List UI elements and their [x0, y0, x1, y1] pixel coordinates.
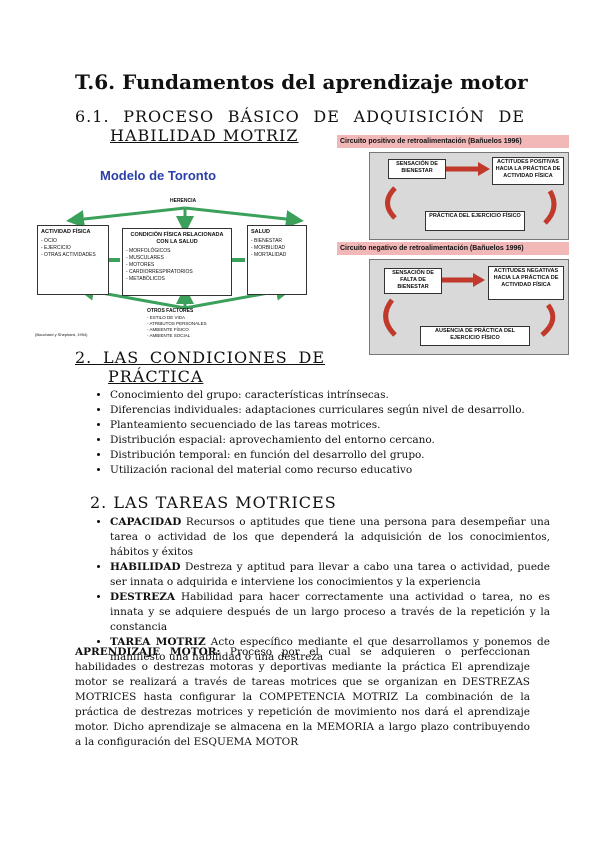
task-text: Destreza y aptitud para llevar a cabo un…	[110, 561, 550, 588]
task-term: DESTREZA	[110, 591, 176, 603]
neg-actitudes-box: ACTITUDES NEGATIVAS HACIA LA PRÁCTICA DE…	[488, 266, 564, 300]
section-heading-3-text: 2. LAS TAREAS MOTRICES	[90, 493, 337, 512]
herencia-label: HERENCIA	[170, 198, 197, 204]
section-heading-1-line2: HABILIDAD MOTRIZ	[110, 126, 299, 145]
box-actividad-fisica: ACTIVIDAD FÍSICA - OCIO - EJERCICIO - OTR…	[37, 225, 109, 295]
list-item: Planteamiento secuenciado de las tareas …	[110, 418, 530, 433]
negative-circuit-arrows	[383, 273, 556, 337]
section-heading-2-line2: PRÁCTICA	[108, 367, 204, 386]
task-term: HABILIDAD	[110, 561, 181, 573]
aprendizaje-term: APRENDIZAJE MOTOR:	[75, 646, 221, 658]
task-term: TAREA MOTRIZ	[110, 636, 206, 648]
task-text: Habilidad para hacer correctamente una a…	[110, 591, 550, 633]
section-heading-3: 2. LAS TAREAS MOTRICES	[90, 493, 337, 512]
box-condicion-items: - MORFOLÓGICOS - MUSCULARES - MOTORES - …	[126, 248, 193, 282]
list-item: Conocimiento del grupo: características …	[110, 388, 530, 403]
tasks-list: CAPACIDAD Recursos o aptitudes que tiene…	[90, 515, 550, 665]
list-item: Distribución espacial: aprovechamiento d…	[110, 433, 530, 448]
list-item: HABILIDAD Destreza y aptitud para llevar…	[110, 560, 550, 590]
box-actividad-title: ACTIVIDAD FÍSICA	[41, 229, 91, 235]
box-salud-items: - BIENESTAR - MORBILIDAD - MORTALIDAD	[251, 238, 287, 258]
otros-factores-label: OTROS FACTORES	[147, 308, 194, 314]
pos-bienestar-box: SENSACIÓN DE BIENESTAR	[388, 159, 446, 179]
negative-circuit-header: Circuito negativo de retroalimentación (…	[337, 242, 569, 255]
section-heading-2: 2. LAS CONDICIONES DE PRÁCTICA	[75, 348, 325, 386]
task-text: Recursos o aptitudes que tiene una perso…	[110, 516, 550, 558]
positive-circuit-arrows	[385, 162, 557, 225]
negative-circuit-panel: SENSACIÓN DE FALTA DE BIENESTAR ACTITUDE…	[369, 259, 569, 355]
pos-practica-box: PRÁCTICA DEL EJERCICIO FÍSICO	[425, 211, 525, 231]
section-heading-1: 6.1. PROCESO BÁSICO DE ADQUISICIÓN DE HA…	[75, 107, 525, 145]
toronto-footnote: (Bouchard y Shephard, 1994)	[35, 332, 88, 337]
toronto-title: Modelo de Toronto	[100, 168, 217, 183]
box-salud-title: SALUD	[251, 229, 270, 235]
list-item: Diferencias individuales: adaptaciones c…	[110, 403, 530, 418]
pos-actitudes-box: ACTITUDES POSITIVAS HACIA LA PRÁCTICA DE…	[492, 157, 564, 185]
aprendizaje-paragraph: APRENDIZAJE MOTOR: Proceso por el cual s…	[75, 645, 530, 750]
aprendizaje-text: Proceso por el cual se adquieren o perfe…	[75, 646, 531, 748]
conditions-list: Conocimiento del grupo: características …	[90, 388, 530, 478]
section-heading-2-line1: 2. LAS CONDICIONES DE	[75, 348, 325, 367]
feedback-circuits: Circuito positivo de retroalimentación (…	[337, 135, 569, 357]
list-item: TAREA MOTRIZ Acto específico mediante el…	[110, 635, 550, 665]
positive-circuit-panel: SENSACIÓN DE BIENESTAR ACTITUDES POSITIV…	[369, 152, 569, 240]
task-text: Acto específico mediante el que desarrol…	[110, 636, 550, 663]
positive-circuit-header: Circuito positivo de retroalimentación (…	[337, 135, 569, 148]
list-item: Distribución temporal: en función del de…	[110, 448, 530, 463]
box-condicion-fisica: CONDICIÓN FÍSICA RELACIONADA CON LA SALU…	[122, 228, 232, 296]
page-title: T.6. Fundamentos del aprendizaje motor	[75, 70, 528, 94]
list-item: DESTREZA Habilidad para hacer correctame…	[110, 590, 550, 635]
section-heading-1-line1: 6.1. PROCESO BÁSICO DE ADQUISICIÓN DE	[75, 107, 525, 126]
list-item: CAPACIDAD Recursos o aptitudes que tiene…	[110, 515, 550, 560]
neg-bienestar-box: SENSACIÓN DE FALTA DE BIENESTAR	[384, 268, 442, 294]
toronto-model-diagram: Modelo de Toronto HERENCIA ACTIVIDAD FÍS…	[35, 160, 335, 345]
otros-factores-items: - ESTILO DE VIDA - ATRIBUTOS PERSONALES …	[147, 315, 207, 338]
task-term: CAPACIDAD	[110, 516, 182, 528]
neg-ausencia-box: AUSENCIA DE PRÁCTICA DEL EJERCICIO FÍSIC…	[420, 326, 530, 346]
box-salud: SALUD - BIENESTAR - MORBILIDAD - MORTALID…	[247, 225, 307, 295]
box-condicion-title: CONDICIÓN FÍSICA RELACIONADA CON LA SALU…	[130, 232, 224, 245]
list-item: Utilización racional del material como r…	[110, 463, 530, 478]
box-actividad-items: - OCIO - EJERCICIO - OTRAS ACTIVIDADES	[41, 238, 96, 258]
